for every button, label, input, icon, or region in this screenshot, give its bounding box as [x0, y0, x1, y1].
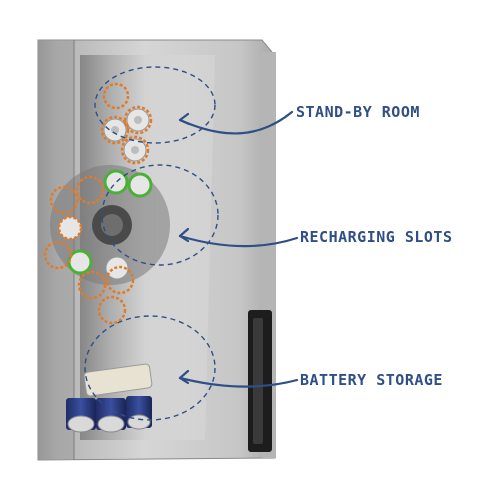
charging-rings — [43, 175, 135, 325]
standby-zone-outline — [94, 66, 216, 144]
callout-battery-storage: BATTERY STORAGE — [300, 371, 443, 389]
zone-outlines — [84, 66, 219, 421]
callout-standby-room: STAND-BY ROOM — [296, 103, 420, 121]
standby-rings — [100, 82, 153, 165]
standby-cells — [103, 108, 150, 162]
recharging-arrow-icon — [178, 234, 299, 248]
storage-zone-outline — [84, 315, 216, 421]
callout-recharging-slots: RECHARGING SLOTS — [300, 228, 453, 246]
charging-cells — [57, 169, 153, 280]
storage-arrow-icon — [178, 376, 299, 388]
recharging-zone-outline — [101, 164, 219, 266]
standby-arrow-icon — [178, 110, 294, 135]
